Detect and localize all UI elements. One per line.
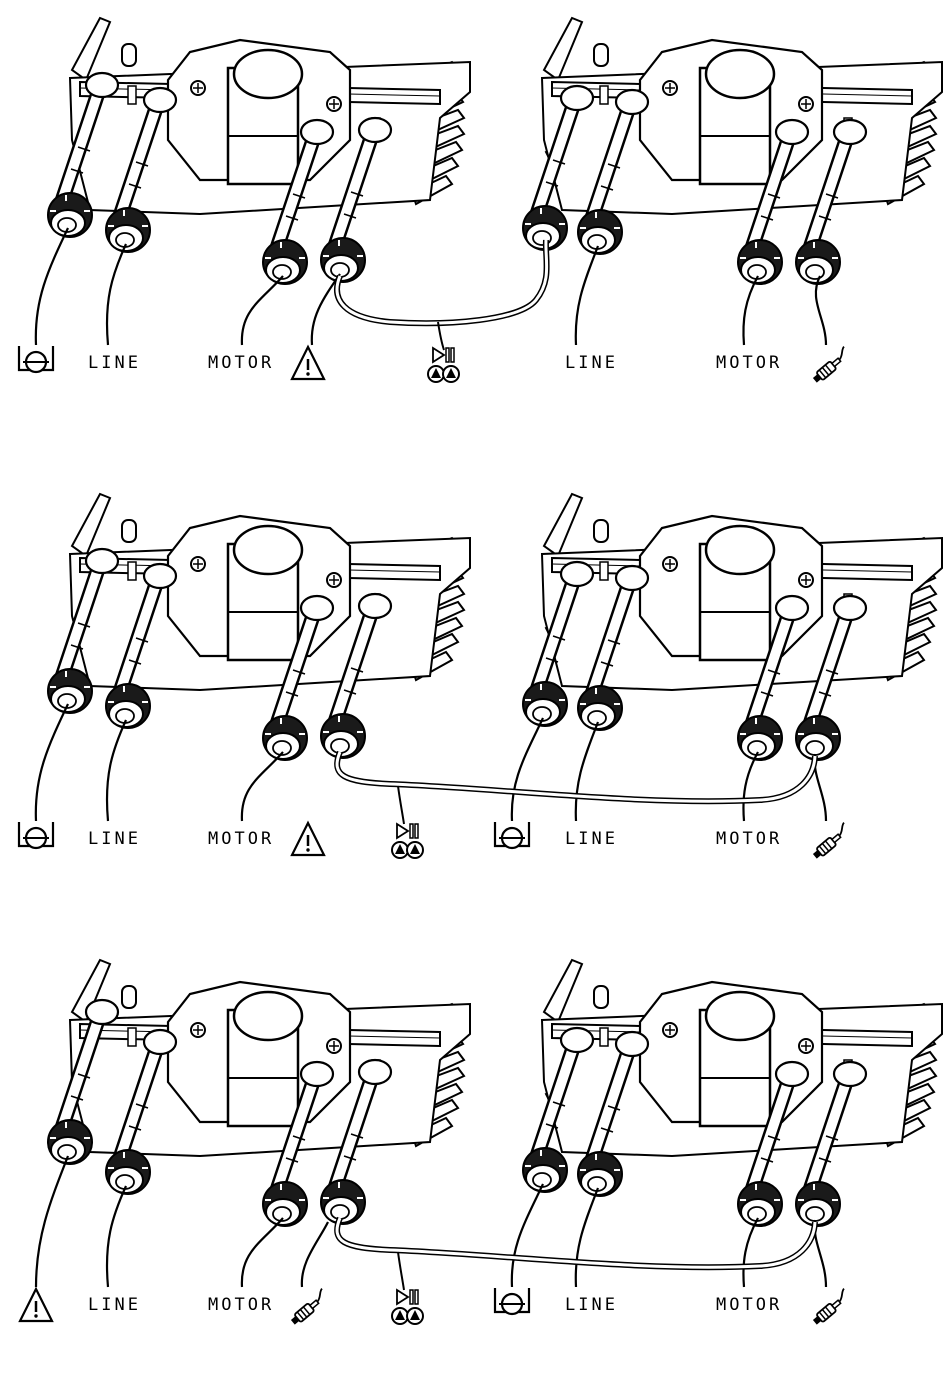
run-pause-pumps-icon xyxy=(428,348,459,382)
warning-triangle-icon xyxy=(20,1289,52,1321)
sensor-probe-icon xyxy=(810,347,851,384)
sensor-probe-icon xyxy=(288,1289,329,1326)
run-pause-pumps-icon xyxy=(392,824,423,858)
label-motor-right: MOTOR xyxy=(716,829,782,849)
sensor-probe-icon xyxy=(810,1289,851,1326)
run-pause-pumps-icon xyxy=(392,1290,423,1324)
float-switch-icon xyxy=(19,822,53,848)
float-switch-icon xyxy=(495,1288,529,1314)
label-motor-right: MOTOR xyxy=(716,1295,782,1315)
panel-middle: LINE MOTOR LINE MOTOR xyxy=(19,494,942,860)
label-motor-right: MOTOR xyxy=(716,353,782,373)
float-switch-icon xyxy=(495,822,529,848)
label-line-right: LINE xyxy=(565,1295,618,1315)
label-line-right: LINE xyxy=(565,353,618,373)
label-motor-left: MOTOR xyxy=(208,1295,274,1315)
label-line-left: LINE xyxy=(88,353,141,373)
label-line-left: LINE xyxy=(88,829,141,849)
warning-triangle-icon xyxy=(292,823,324,855)
panel-top: LINE MOTOR LINE MOTOR xyxy=(19,18,942,384)
panel-bottom: LINE MOTOR LINE MOTOR xyxy=(20,960,942,1326)
label-motor-left: MOTOR xyxy=(208,353,274,373)
float-switch-icon xyxy=(19,346,53,372)
label-motor-left: MOTOR xyxy=(208,829,274,849)
label-line-left: LINE xyxy=(88,1295,141,1315)
label-line-right: LINE xyxy=(565,829,618,849)
sensor-probe-icon xyxy=(810,823,851,860)
warning-triangle-icon xyxy=(292,347,324,379)
